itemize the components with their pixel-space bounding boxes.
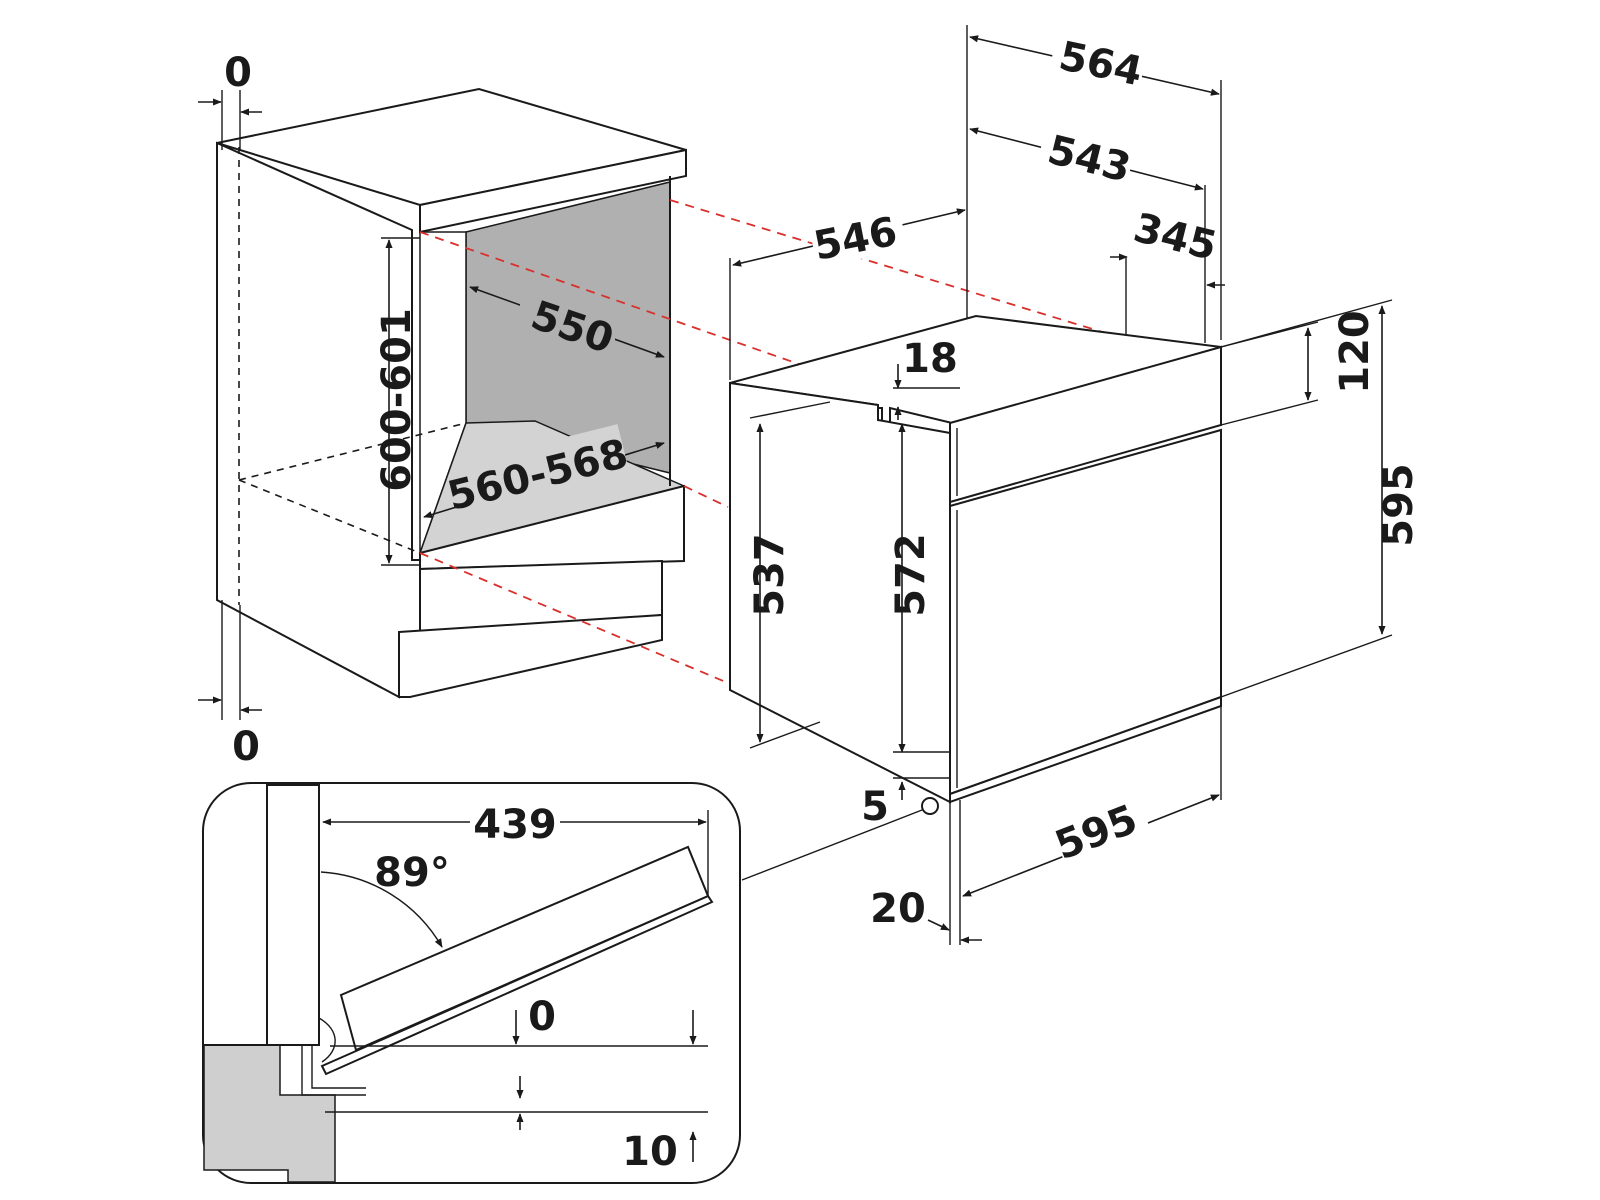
dim-345-dimension: 345 bbox=[1110, 205, 1225, 335]
dim-20-dimension: 20 bbox=[870, 802, 982, 945]
side-clearance-dimension: 0 0 bbox=[198, 50, 262, 770]
dim-5-dimension: 5 bbox=[861, 777, 950, 830]
niche-height-label: 600-601 bbox=[374, 308, 420, 492]
total-height-label: 595 bbox=[1376, 463, 1422, 547]
door-angle-label: 89° bbox=[374, 850, 450, 896]
height-572-label: 572 bbox=[888, 533, 934, 617]
door-detail-panel: 439 89° 0 10 bbox=[202, 782, 741, 1184]
top-clearance-label: 0 bbox=[224, 50, 252, 96]
control-panel-height-label: 120 bbox=[1332, 310, 1378, 394]
height-572-dimension: 572 bbox=[888, 423, 950, 753]
width-label: 595 bbox=[1049, 796, 1143, 869]
oven bbox=[729, 314, 1222, 804]
niche-height-dimension: 600-601 bbox=[374, 237, 420, 566]
bottom-clearance-label: 0 bbox=[232, 724, 260, 770]
cabinet-side-section bbox=[266, 784, 320, 1046]
depth-546-label: 546 bbox=[810, 209, 901, 270]
door-gap-10-label: 10 bbox=[622, 1129, 678, 1175]
dim-5-label: 5 bbox=[861, 784, 889, 830]
dim-345-label: 345 bbox=[1129, 205, 1221, 270]
hidden-edge-top bbox=[238, 422, 467, 481]
cabinet-base bbox=[398, 613, 663, 698]
dim-20-label: 20 bbox=[870, 886, 926, 932]
control-panel-height-dimension: 120 bbox=[1220, 310, 1378, 426]
total-height-dimension: 595 bbox=[1220, 299, 1422, 698]
cabinet bbox=[216, 87, 687, 699]
detail-callout bbox=[741, 797, 939, 881]
cabinet-section bbox=[203, 1044, 336, 1183]
total-depth-label: 564 bbox=[1055, 33, 1146, 95]
cabinet-top-front-edge bbox=[419, 148, 687, 234]
height-537-label: 537 bbox=[747, 533, 793, 617]
dim-18-label: 18 bbox=[902, 336, 958, 382]
dim-18-dimension: 18 bbox=[893, 336, 960, 420]
height-537-dimension: 537 bbox=[747, 401, 831, 749]
depth-543-label: 543 bbox=[1043, 127, 1135, 192]
door-reach-label: 439 bbox=[473, 802, 557, 848]
door-gap-0-label: 0 bbox=[528, 994, 556, 1040]
